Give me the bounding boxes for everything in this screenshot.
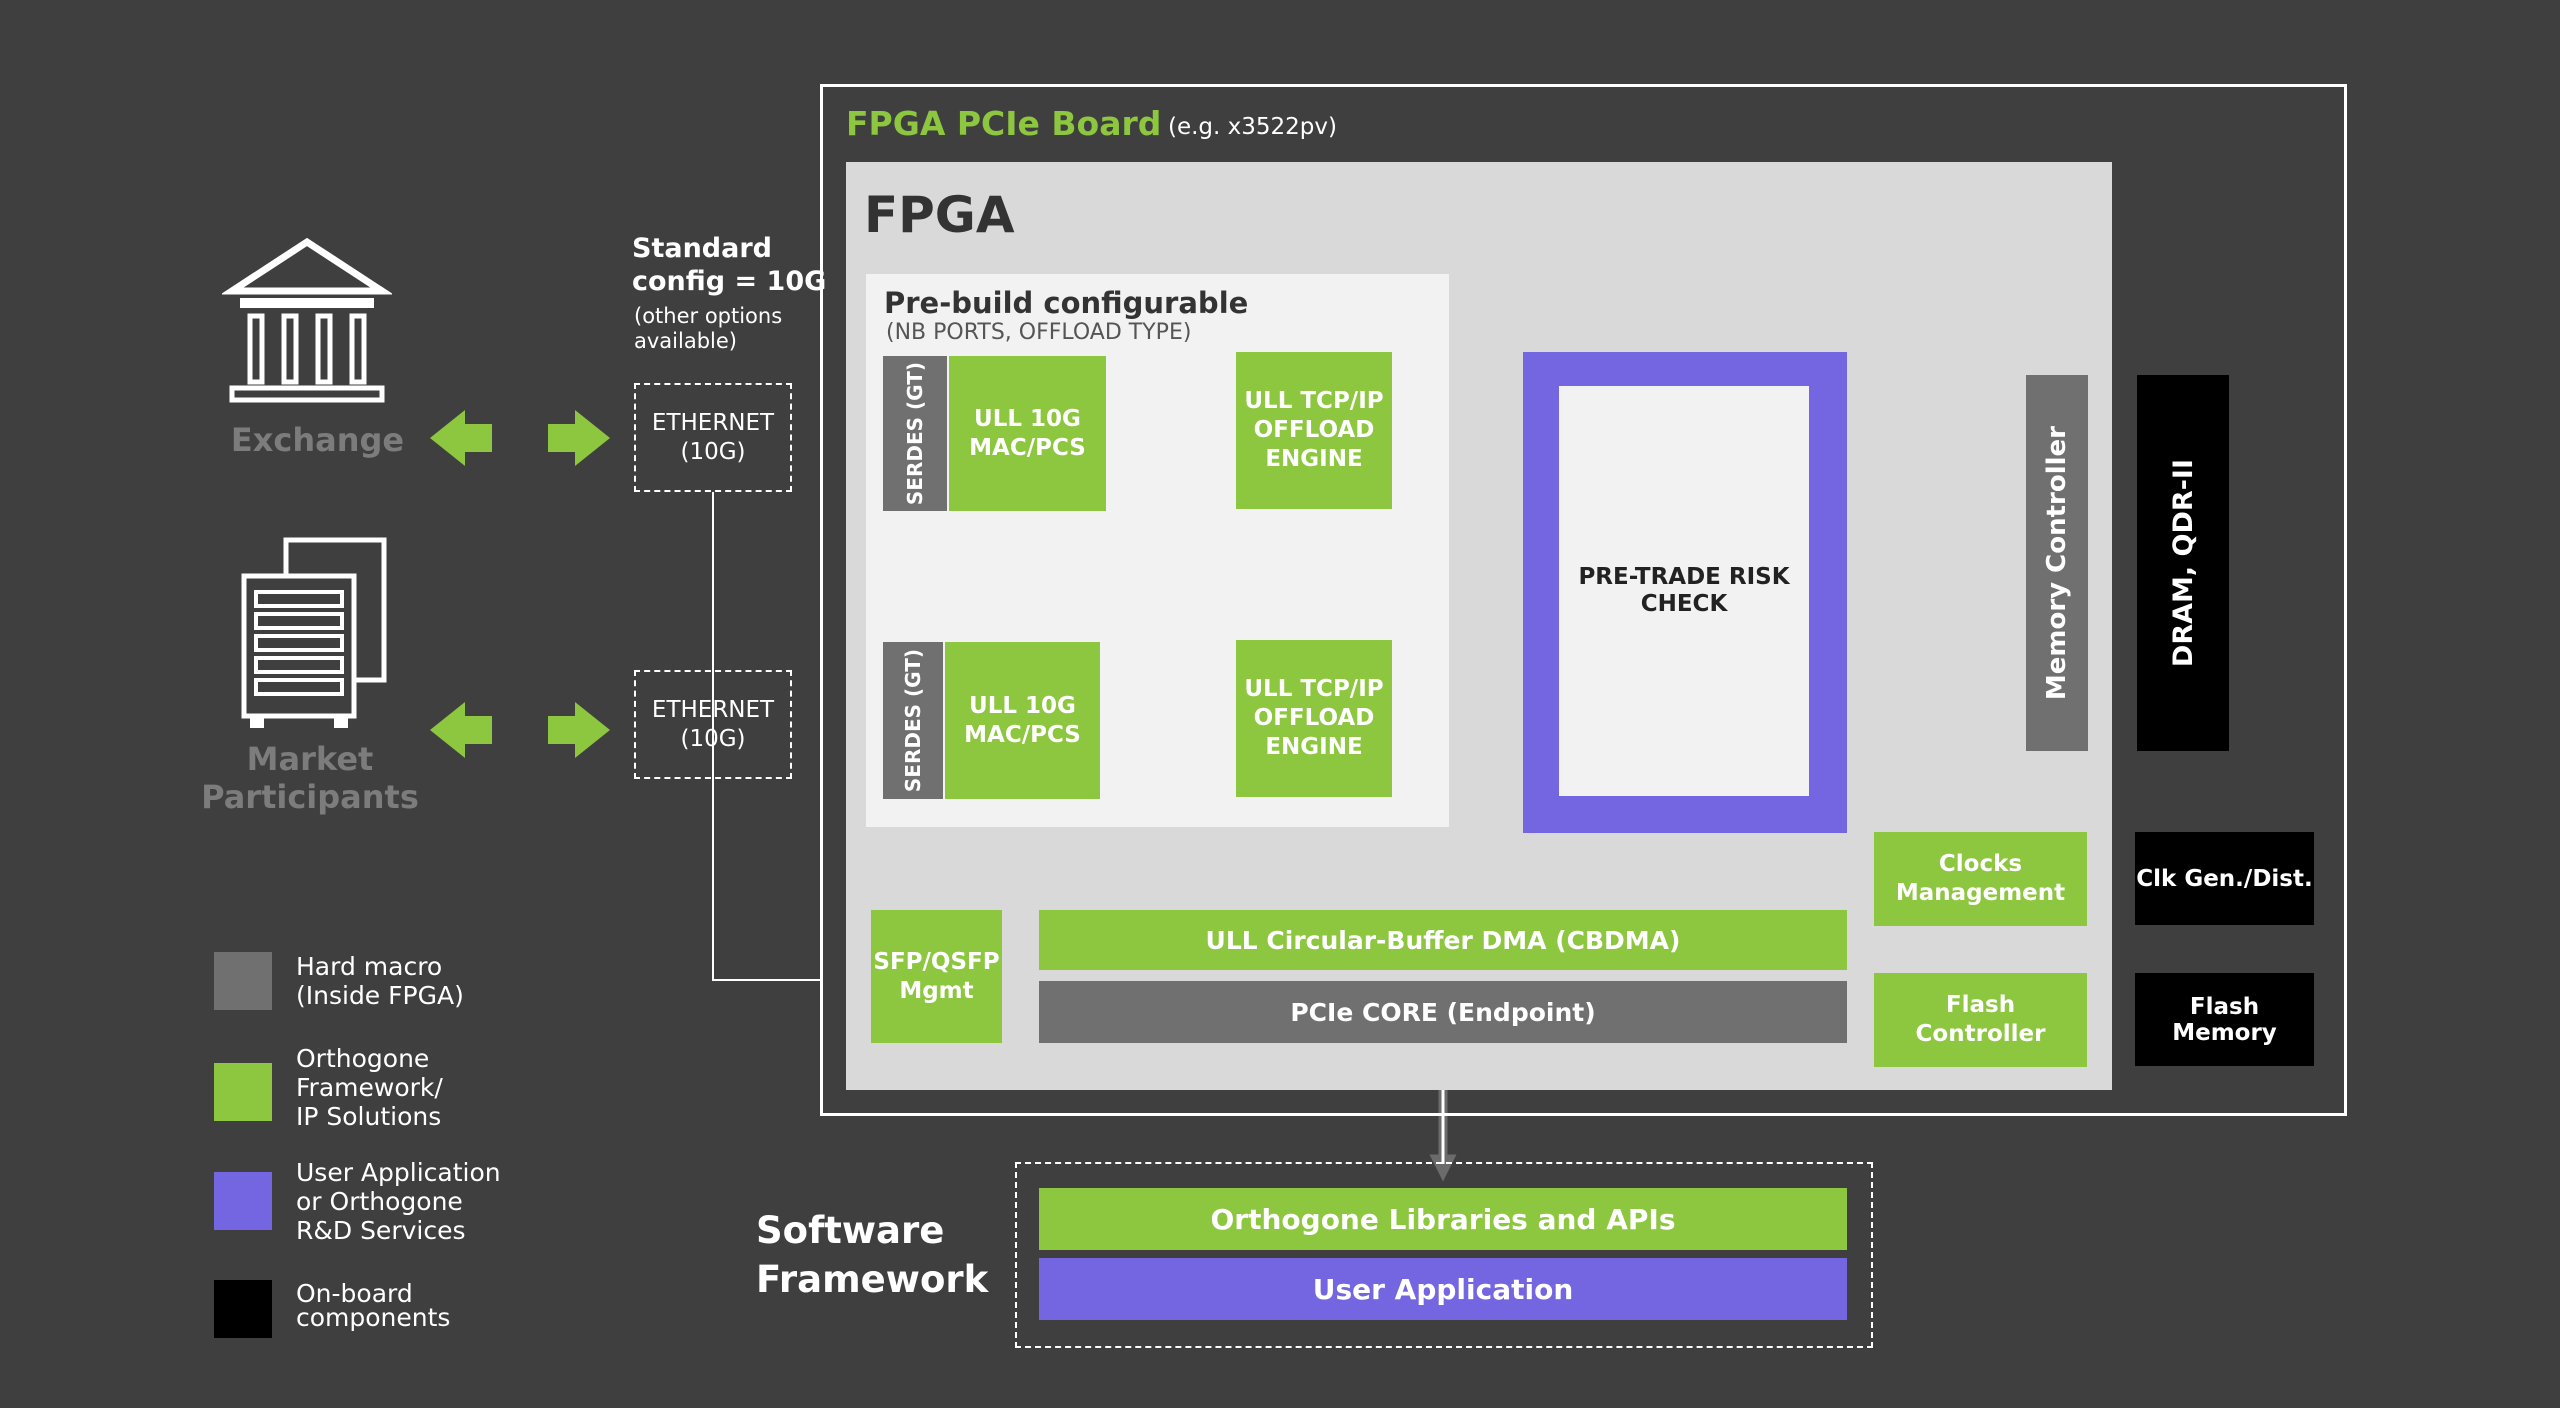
legend-label-user-app: User Application or Orthogone R&D Servic… (296, 1158, 501, 1245)
flash-memory: Flash Memory (2135, 973, 2314, 1066)
board-title: FPGA PCIe Board (846, 104, 1162, 143)
legend-label-hard-macro: Hard macro (Inside FPGA) (296, 952, 464, 1010)
user-application: User Application (1039, 1258, 1847, 1320)
legend-label-onboard: On-board components (296, 1279, 451, 1332)
tcp-offload-bottom: ULL TCP/IP OFFLOAD ENGINE (1236, 640, 1392, 797)
ethernet-port-bottom: ETHERNET (10G) (634, 670, 792, 779)
server-racks-icon (238, 536, 388, 732)
mac-pcs-top: ULL 10G MAC/PCS (949, 356, 1106, 511)
software-framework-title: Software Framework (756, 1209, 989, 1301)
software-framework-box (1015, 1162, 1873, 1348)
clk-gen-dist: Clk Gen./Dist. (2135, 832, 2314, 925)
left-arrow-market (430, 702, 492, 758)
serdes-top: SERDES (GT) (883, 356, 947, 511)
standard-config-note: (other options available) (634, 304, 783, 353)
right-arrow-exchange (548, 410, 610, 466)
ethernet-port-top: ETHERNET (10G) (634, 383, 792, 492)
legend-swatch-onboard (214, 1280, 272, 1338)
pcie-core-block: PCIe CORE (Endpoint) (1039, 981, 1847, 1043)
dram-qdr: DRAM, QDR-II (2137, 375, 2229, 751)
fpga-pcie-board (820, 84, 2347, 1116)
risk-check-label: PRE-TRADE RISK CHECK (1559, 386, 1809, 796)
flash-controller: Flash Controller (1874, 973, 2087, 1067)
bank-building-icon (220, 236, 394, 406)
sfp-qsfp-mgmt: SFP/QSFP Mgmt (871, 910, 1002, 1043)
memory-controller: Memory Controller (2026, 375, 2088, 751)
legend-swatch-hard-macro (214, 952, 272, 1010)
standard-config-title: Standard config = 10G (632, 233, 827, 297)
cbdma-block: ULL Circular-Buffer DMA (CBDMA) (1039, 910, 1847, 970)
tcp-offload-top: ULL TCP/IP OFFLOAD ENGINE (1236, 352, 1392, 509)
board-subtitle: (e.g. x3522pv) (1168, 114, 1337, 140)
orthogone-libraries: Orthogone Libraries and APIs (1039, 1188, 1847, 1250)
market-participants-label: Market Participants (201, 740, 419, 816)
legend-swatch-user-app (214, 1172, 272, 1230)
exchange-label: Exchange (230, 421, 405, 459)
left-arrow-exchange (430, 410, 492, 466)
prebuild-title: Pre-build configurable (884, 286, 1249, 320)
clocks-management: Clocks Management (1874, 832, 2087, 926)
right-arrow-market (548, 702, 610, 758)
mac-pcs-bottom: ULL 10G MAC/PCS (945, 642, 1100, 799)
legend-swatch-orthogone (214, 1063, 272, 1121)
legend-label-orthogone: Orthogone Framework/ IP Solutions (296, 1044, 443, 1131)
prebuild-subtitle: (NB PORTS, OFFLOAD TYPE) (886, 320, 1192, 345)
serdes-bottom: SERDES (GT) (883, 642, 943, 799)
ethernet-board-wire (712, 492, 822, 981)
fpga-title: FPGA (864, 186, 1015, 244)
